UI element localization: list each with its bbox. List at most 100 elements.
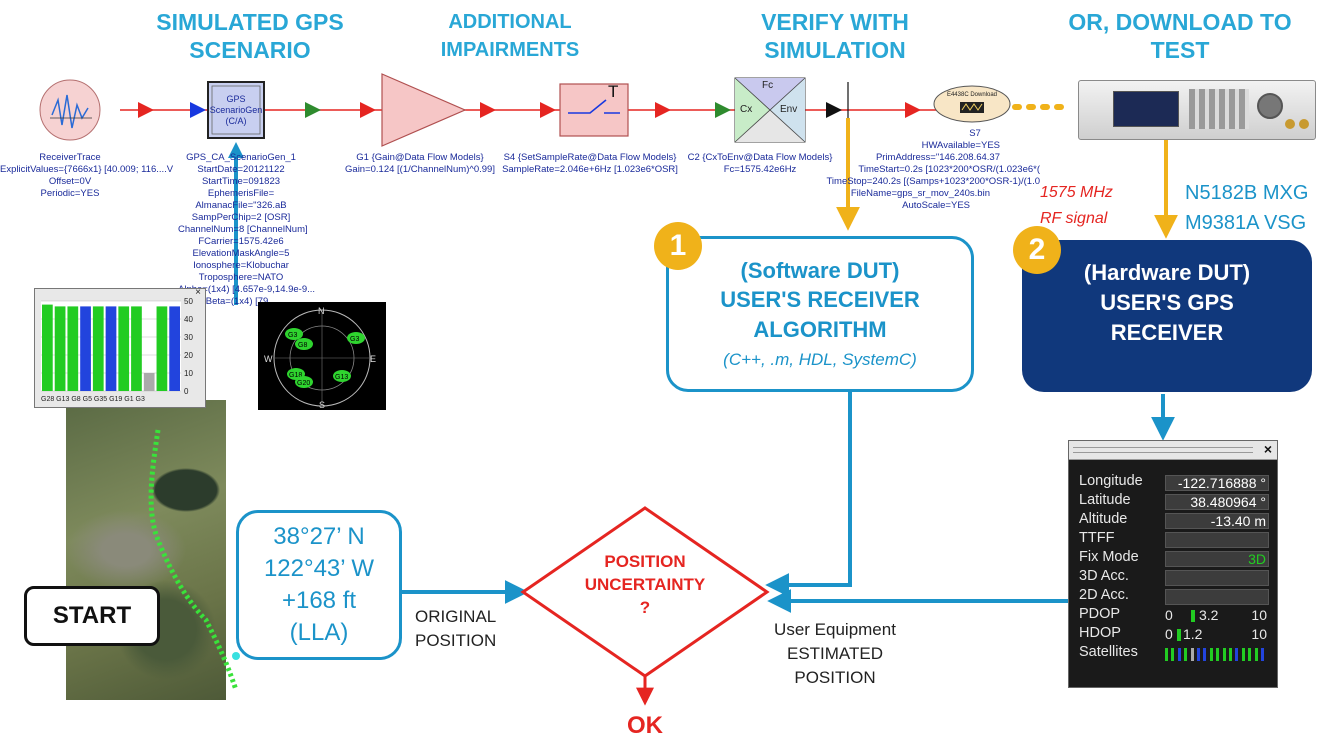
signal-bar	[118, 306, 130, 391]
lla-alt: +168 ft	[281, 587, 357, 614]
dop-min: 0	[1165, 626, 1173, 642]
route-trace	[148, 429, 240, 691]
cx-to-env-left	[735, 78, 770, 142]
header-verify: VERIFY WITH SIMULATION	[730, 8, 940, 64]
receiver-row-value	[1165, 532, 1269, 548]
dut1-line-2: ALGORITHM	[753, 317, 887, 342]
signal-bar	[143, 373, 155, 391]
gain-block[interactable]	[381, 73, 467, 147]
dop-min: 0	[1165, 607, 1173, 623]
scenario-gen-label: GPS ScenarioGen (C/A)	[208, 94, 264, 127]
sample-rate-param-1: SampleRate=2.046e+6Hz [1.023e6*OSR]	[502, 164, 678, 175]
sky-sat-3	[347, 332, 365, 344]
scenario-gen-param-3: EphemerisFile=	[207, 188, 275, 199]
cx-env-env-label: Env	[780, 104, 798, 115]
receiver-trace-param-1: ExplicitValues={7666x1} [40.009; 116....…	[0, 164, 174, 175]
signal-window-close[interactable]: ×	[195, 287, 201, 298]
satellite-bar	[1241, 648, 1245, 661]
original-position-line-2: POSITION	[415, 631, 497, 650]
satellite-bar	[1222, 648, 1226, 661]
sky-sat-2	[295, 338, 313, 350]
instrument-name-1: N5182B MXG	[1185, 182, 1309, 204]
sky-sat-6-label: G13	[335, 374, 348, 381]
downloader-param-5: FileName=gps_sr_mov_240s.bin	[850, 188, 990, 199]
cx-env-cx-label: Cx	[740, 104, 753, 115]
software-dut-box: (Software DUT) USER'S RECEIVER ALGORITHM…	[666, 236, 974, 392]
satellite-bar	[1190, 648, 1194, 661]
receiver-trace-caption: ReceiverTrace ExplicitValues={7666x1} [4…	[0, 152, 174, 200]
receiver-row-label: HDOP	[1079, 625, 1121, 641]
flow-arrow-red-4	[540, 102, 556, 118]
scenario-gen-param-4: AlmanacFile="326.aB	[195, 200, 287, 211]
dut1-to-decision-line	[765, 390, 852, 597]
dut1-title: (Software DUT)	[740, 258, 900, 283]
satellite-bar	[1261, 648, 1264, 661]
flow-arrow-green-2	[715, 102, 731, 118]
receiver-row-label: 3D Acc.	[1079, 568, 1129, 584]
sky-dir-s: S	[319, 400, 325, 410]
downloader-param-3: TimeStart=0.2s [1023*200*OSR/(1.023e6*(	[858, 164, 1040, 175]
receiver-trace-name: ReceiverTrace	[39, 152, 101, 163]
downloader-param-6: AutoScale=YES	[902, 200, 970, 211]
original-position-line-1: ORIGINAL	[415, 607, 497, 626]
receiver-row-label: Latitude	[1079, 492, 1131, 508]
receiver-row-value	[1165, 570, 1269, 586]
dut1-badge: 1	[654, 222, 702, 270]
route-end-marker	[232, 652, 240, 660]
rf-note-line-1: 1575 MHz	[1040, 184, 1113, 201]
receiver-row-value: -13.40 m	[1165, 513, 1269, 529]
scenario-gen-param-7: FCarrier=1575.42e6	[198, 236, 284, 247]
scenario-gen-param-5: SampPerChip=2 [OSR]	[191, 212, 291, 223]
scenario-gen-block[interactable]	[207, 81, 265, 139]
downloader-param-4: TimeStop=240.2s [(Samps+1023*200*OSR-1)/…	[826, 176, 1040, 187]
scenario-gen-name: GPS_CA_ScenarioGen_1	[186, 152, 296, 163]
sky-sat-5-label: G20	[297, 380, 310, 387]
sky-sat-1	[285, 328, 303, 340]
satellite-bar	[1177, 648, 1181, 661]
signal-axis-tick: 10	[184, 369, 193, 378]
sky-sat-1-label: G3	[288, 332, 297, 339]
instrument-names: N5182B MXG M9381A VSG	[1185, 178, 1308, 238]
header-impairments: ADDITIONAL IMPAIRMENTS	[405, 8, 615, 64]
sky-sat-3-label: G3	[350, 336, 359, 343]
header-simulated-scenario: SIMULATED GPS SCENARIO	[150, 8, 350, 64]
receiver-row-value: 3D	[1165, 551, 1269, 567]
cx-to-env-name: C2 {CxToEnv@Data Flow Models}	[687, 152, 833, 163]
sky-dir-w: W	[264, 354, 273, 364]
scenario-gen-block-inner	[211, 85, 261, 135]
signal-axis-tick: 0	[184, 387, 189, 396]
signal-bar	[80, 306, 91, 391]
sky-plot: N E S W G3 G8 G3 G18 G20 G13	[258, 302, 386, 410]
receiver-panel-close-icon[interactable]: ×	[1263, 441, 1272, 457]
cx-env-fc-label: Fc	[762, 80, 774, 91]
dop-bar	[1177, 629, 1181, 641]
cx-to-env-param-1: Fc=1575.42e6Hz	[723, 164, 797, 175]
dut1-line-1: USER'S RECEIVER	[720, 287, 920, 312]
receiver-panel-grip	[1073, 447, 1253, 453]
signal-generator-knob	[1257, 93, 1283, 119]
route-path	[148, 429, 239, 691]
start-label: START	[52, 602, 132, 629]
signal-generator[interactable]	[1078, 80, 1316, 140]
sky-sat-4-label: G18	[289, 372, 302, 379]
receiver-row-label: TTFF	[1079, 530, 1115, 546]
scenario-gen-label-3: (C/A)	[225, 116, 247, 126]
estimated-line-3: POSITION	[794, 668, 876, 687]
downloader-caption: S7 HWAvailable=YES PrimAddress="146.208.…	[810, 128, 1040, 212]
instrument-name-2: M9381A VSG	[1185, 212, 1307, 234]
signal-bar	[54, 306, 66, 391]
scenario-up-arrow	[228, 142, 244, 158]
scenario-gen-param-9: Ionosphere=Klobuchar	[193, 260, 289, 271]
satellite-bar	[1229, 648, 1232, 661]
gain-name: G1 {Gain@Data Flow Models}	[356, 152, 484, 163]
signal-bar	[92, 306, 104, 391]
flow-arrow-red-6	[905, 102, 921, 118]
sky-plot-svg: N E S W G3 G8 G3 G18 G20 G13	[264, 306, 376, 410]
estimated-line-1: User Equipment	[774, 620, 896, 639]
scenario-gen-param-1: StartDate=20121122	[197, 164, 285, 175]
decision-line-1: POSITION	[604, 552, 686, 571]
satellite-bar	[1171, 648, 1175, 661]
